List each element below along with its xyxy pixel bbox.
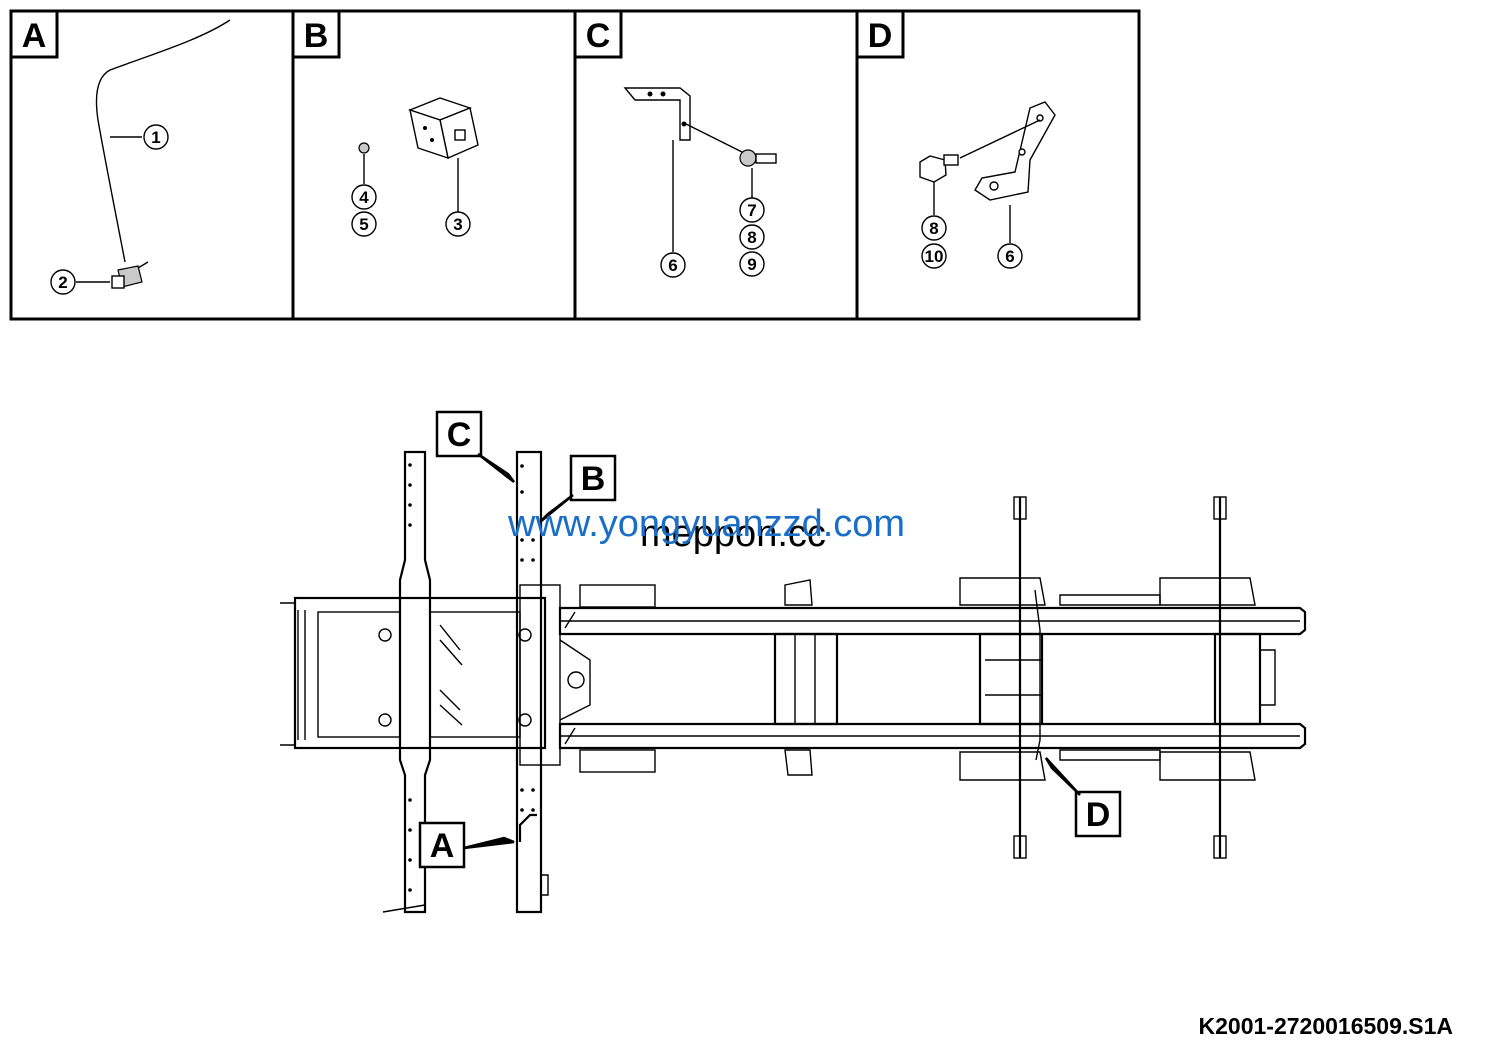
panel-d-letter: D xyxy=(868,17,893,55)
view-label-a-text: A xyxy=(430,827,455,865)
watermark-black: meppon.cc xyxy=(640,513,826,555)
rear-axle-1 xyxy=(959,496,1046,859)
panel-c: C 6 7 8 9 xyxy=(573,9,777,278)
panel-b-letter: B xyxy=(304,17,329,55)
callout-6-d: 6 xyxy=(1005,247,1014,266)
view-label-c: C xyxy=(435,410,515,483)
panel-c-letter: C xyxy=(586,17,611,55)
nut-part-4 xyxy=(358,142,370,154)
panel-a: A 1 2 xyxy=(9,9,231,295)
view-label-a: A xyxy=(418,813,537,869)
detail-panels: A 1 2 B xyxy=(9,9,1141,321)
watermark-blue: www.yongyuanzzd.com xyxy=(507,503,905,545)
callout-8: 8 xyxy=(747,228,756,247)
callout-2: 2 xyxy=(58,273,67,292)
callout-9: 9 xyxy=(747,255,756,274)
callout-5: 5 xyxy=(359,215,368,234)
chassis-overview: C B A D xyxy=(280,410,1307,914)
panel-a-letter: A xyxy=(22,17,47,55)
panel-d: D 8 10 6 xyxy=(855,9,1056,269)
panel-b: B 4 5 3 xyxy=(291,9,479,237)
drawing-number: K2001-2720016509.S1A xyxy=(1199,1013,1453,1039)
callout-3: 3 xyxy=(453,215,462,234)
callout-1: 1 xyxy=(151,128,160,147)
callout-4: 4 xyxy=(359,188,369,207)
view-label-d: D xyxy=(1044,757,1122,838)
bolt-part-8 xyxy=(919,154,959,183)
rear-axle-2 xyxy=(1059,496,1276,859)
bracket-part-6-d xyxy=(974,101,1056,201)
bracket-part-6 xyxy=(623,87,691,141)
view-label-b-text: B xyxy=(581,460,606,498)
callout-10: 10 xyxy=(925,247,944,266)
bolt-part-7 xyxy=(739,149,777,167)
view-label-c-text: C xyxy=(447,416,472,454)
speed-sensor-part xyxy=(111,261,149,289)
view-label-d-text: D xyxy=(1086,796,1111,834)
callout-7: 7 xyxy=(747,201,756,220)
bracket-part-3 xyxy=(407,97,479,160)
front-holes xyxy=(408,463,535,892)
view-label-b: B xyxy=(539,454,617,523)
callout-6: 6 xyxy=(668,256,677,275)
callout-8-d: 8 xyxy=(929,219,938,238)
